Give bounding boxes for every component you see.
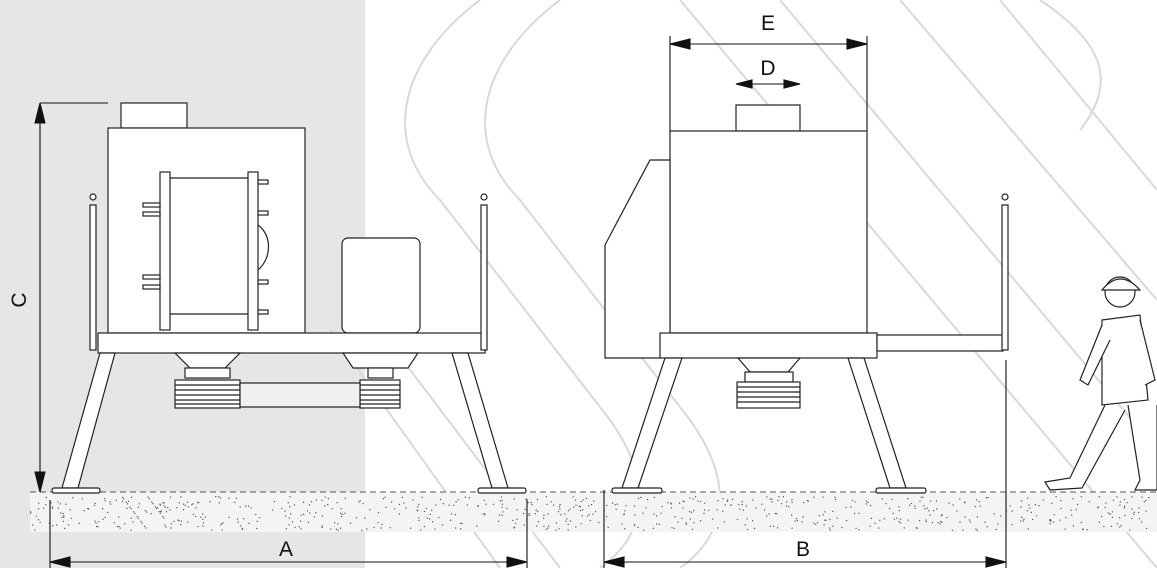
drive-motor xyxy=(341,237,421,334)
dimension-label-c: C xyxy=(8,292,31,307)
handrail-left xyxy=(89,204,97,351)
dimension-label-a: A xyxy=(279,538,293,561)
machine-side-view xyxy=(51,102,527,494)
dimension-label-e: E xyxy=(761,12,775,35)
main-housing xyxy=(107,127,306,334)
housing-e xyxy=(669,130,868,334)
ground-texture xyxy=(30,496,1150,532)
dimension-lines xyxy=(34,36,1007,568)
leg-right xyxy=(451,352,509,489)
machine-front-view xyxy=(604,104,1009,494)
handrail-front xyxy=(1001,204,1009,351)
side-panel xyxy=(604,159,671,359)
spring-coil-left xyxy=(174,367,241,409)
side-arm xyxy=(876,334,1004,352)
frame-post-left xyxy=(159,171,171,331)
human-figure-scale-icon xyxy=(1044,276,1157,491)
top-outlet xyxy=(120,102,188,129)
clamp-bolts xyxy=(142,179,269,315)
dimension-label-d: D xyxy=(760,57,775,80)
base-platform xyxy=(97,332,486,354)
dimension-label-b: B xyxy=(796,538,810,561)
spring-coil-front xyxy=(736,371,801,409)
ground xyxy=(30,491,1157,532)
frame-post-right xyxy=(247,171,259,331)
outlet-d xyxy=(735,104,801,132)
handrail-right xyxy=(480,204,488,351)
spring-coil-right xyxy=(359,367,401,409)
